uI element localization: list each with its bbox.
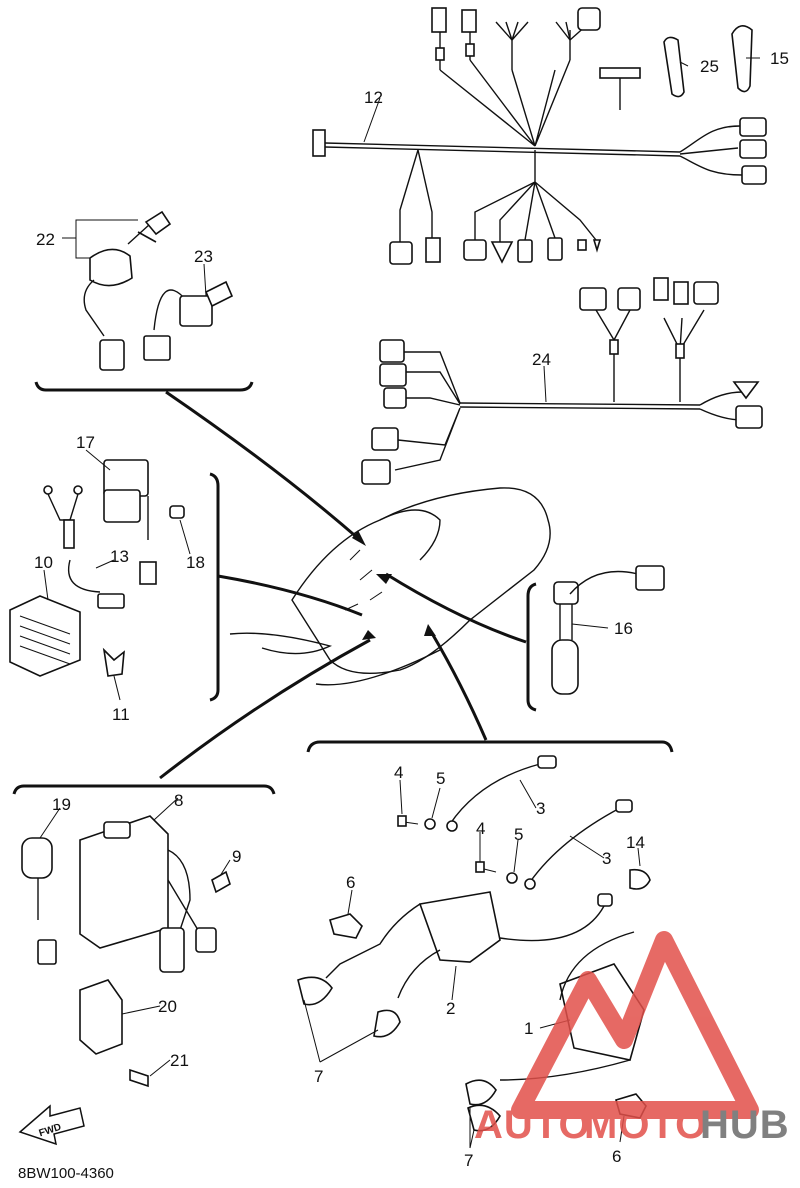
callout-23: 23 <box>194 247 213 266</box>
group-bracket-10-18 <box>209 472 220 702</box>
callout-11: 11 <box>112 705 130 724</box>
callout-5b: 5 <box>514 825 523 844</box>
callout-19: 19 <box>52 795 71 814</box>
parts-8-21 <box>21 815 231 1088</box>
callout-8: 8 <box>174 791 183 810</box>
fwd-arrow-icon: FWD <box>18 1104 85 1146</box>
wire-harness-12 <box>312 7 767 265</box>
callout-10: 10 <box>34 553 53 572</box>
group-bracket-22-23 <box>34 381 254 392</box>
callout-7b: 7 <box>464 1151 473 1170</box>
key-25 <box>663 36 685 98</box>
callout-6a: 6 <box>346 873 355 892</box>
pointer-arrows <box>159 390 527 780</box>
switch-23 <box>143 280 234 361</box>
callout-7a: 7 <box>314 1067 323 1086</box>
watermark-text-moto: MOTO <box>584 1103 707 1147</box>
callout-3b: 3 <box>602 849 611 868</box>
group-bracket-1-14 <box>306 740 674 753</box>
callout-4a: 4 <box>394 763 403 782</box>
callout-1: 1 <box>524 1019 533 1038</box>
key-15 <box>731 25 753 93</box>
callout-20: 20 <box>158 997 177 1016</box>
group-bracket-16 <box>526 582 537 712</box>
main-switch-22 <box>83 210 172 371</box>
watermark-text-auto: AUTO <box>474 1103 591 1147</box>
callout-13: 13 <box>110 547 129 566</box>
callout-14: 14 <box>626 833 645 852</box>
group-bracket-8-21 <box>12 784 276 795</box>
watermark-text-hub: HUB <box>700 1103 790 1147</box>
parts-10-18 <box>9 459 185 677</box>
sensor-16 <box>551 565 665 695</box>
callout-6b: 6 <box>612 1147 621 1166</box>
callout-16: 16 <box>614 619 633 638</box>
callout-17: 17 <box>76 433 95 452</box>
wire-harness-24 <box>361 277 763 485</box>
callout-3a: 3 <box>536 799 545 818</box>
callout-4b: 4 <box>476 819 485 838</box>
callout-22: 22 <box>36 230 55 249</box>
callout-12: 12 <box>364 88 383 107</box>
callout-9: 9 <box>232 847 241 866</box>
callout-21: 21 <box>170 1051 189 1070</box>
callout-5a: 5 <box>436 769 445 788</box>
callout-24: 24 <box>532 350 551 369</box>
callout-25: 25 <box>700 57 719 76</box>
snowmobile-outline <box>229 487 551 686</box>
callout-15: 15 <box>770 49 789 68</box>
watermark-logo: AUTO MOTO HUB <box>474 931 790 1147</box>
diagram-code: 8BW100-4360 <box>18 1165 114 1182</box>
ignition-parts <box>297 755 651 1132</box>
callout-18: 18 <box>186 553 205 572</box>
leader-lines <box>39 57 760 1149</box>
callout-2: 2 <box>446 999 455 1018</box>
